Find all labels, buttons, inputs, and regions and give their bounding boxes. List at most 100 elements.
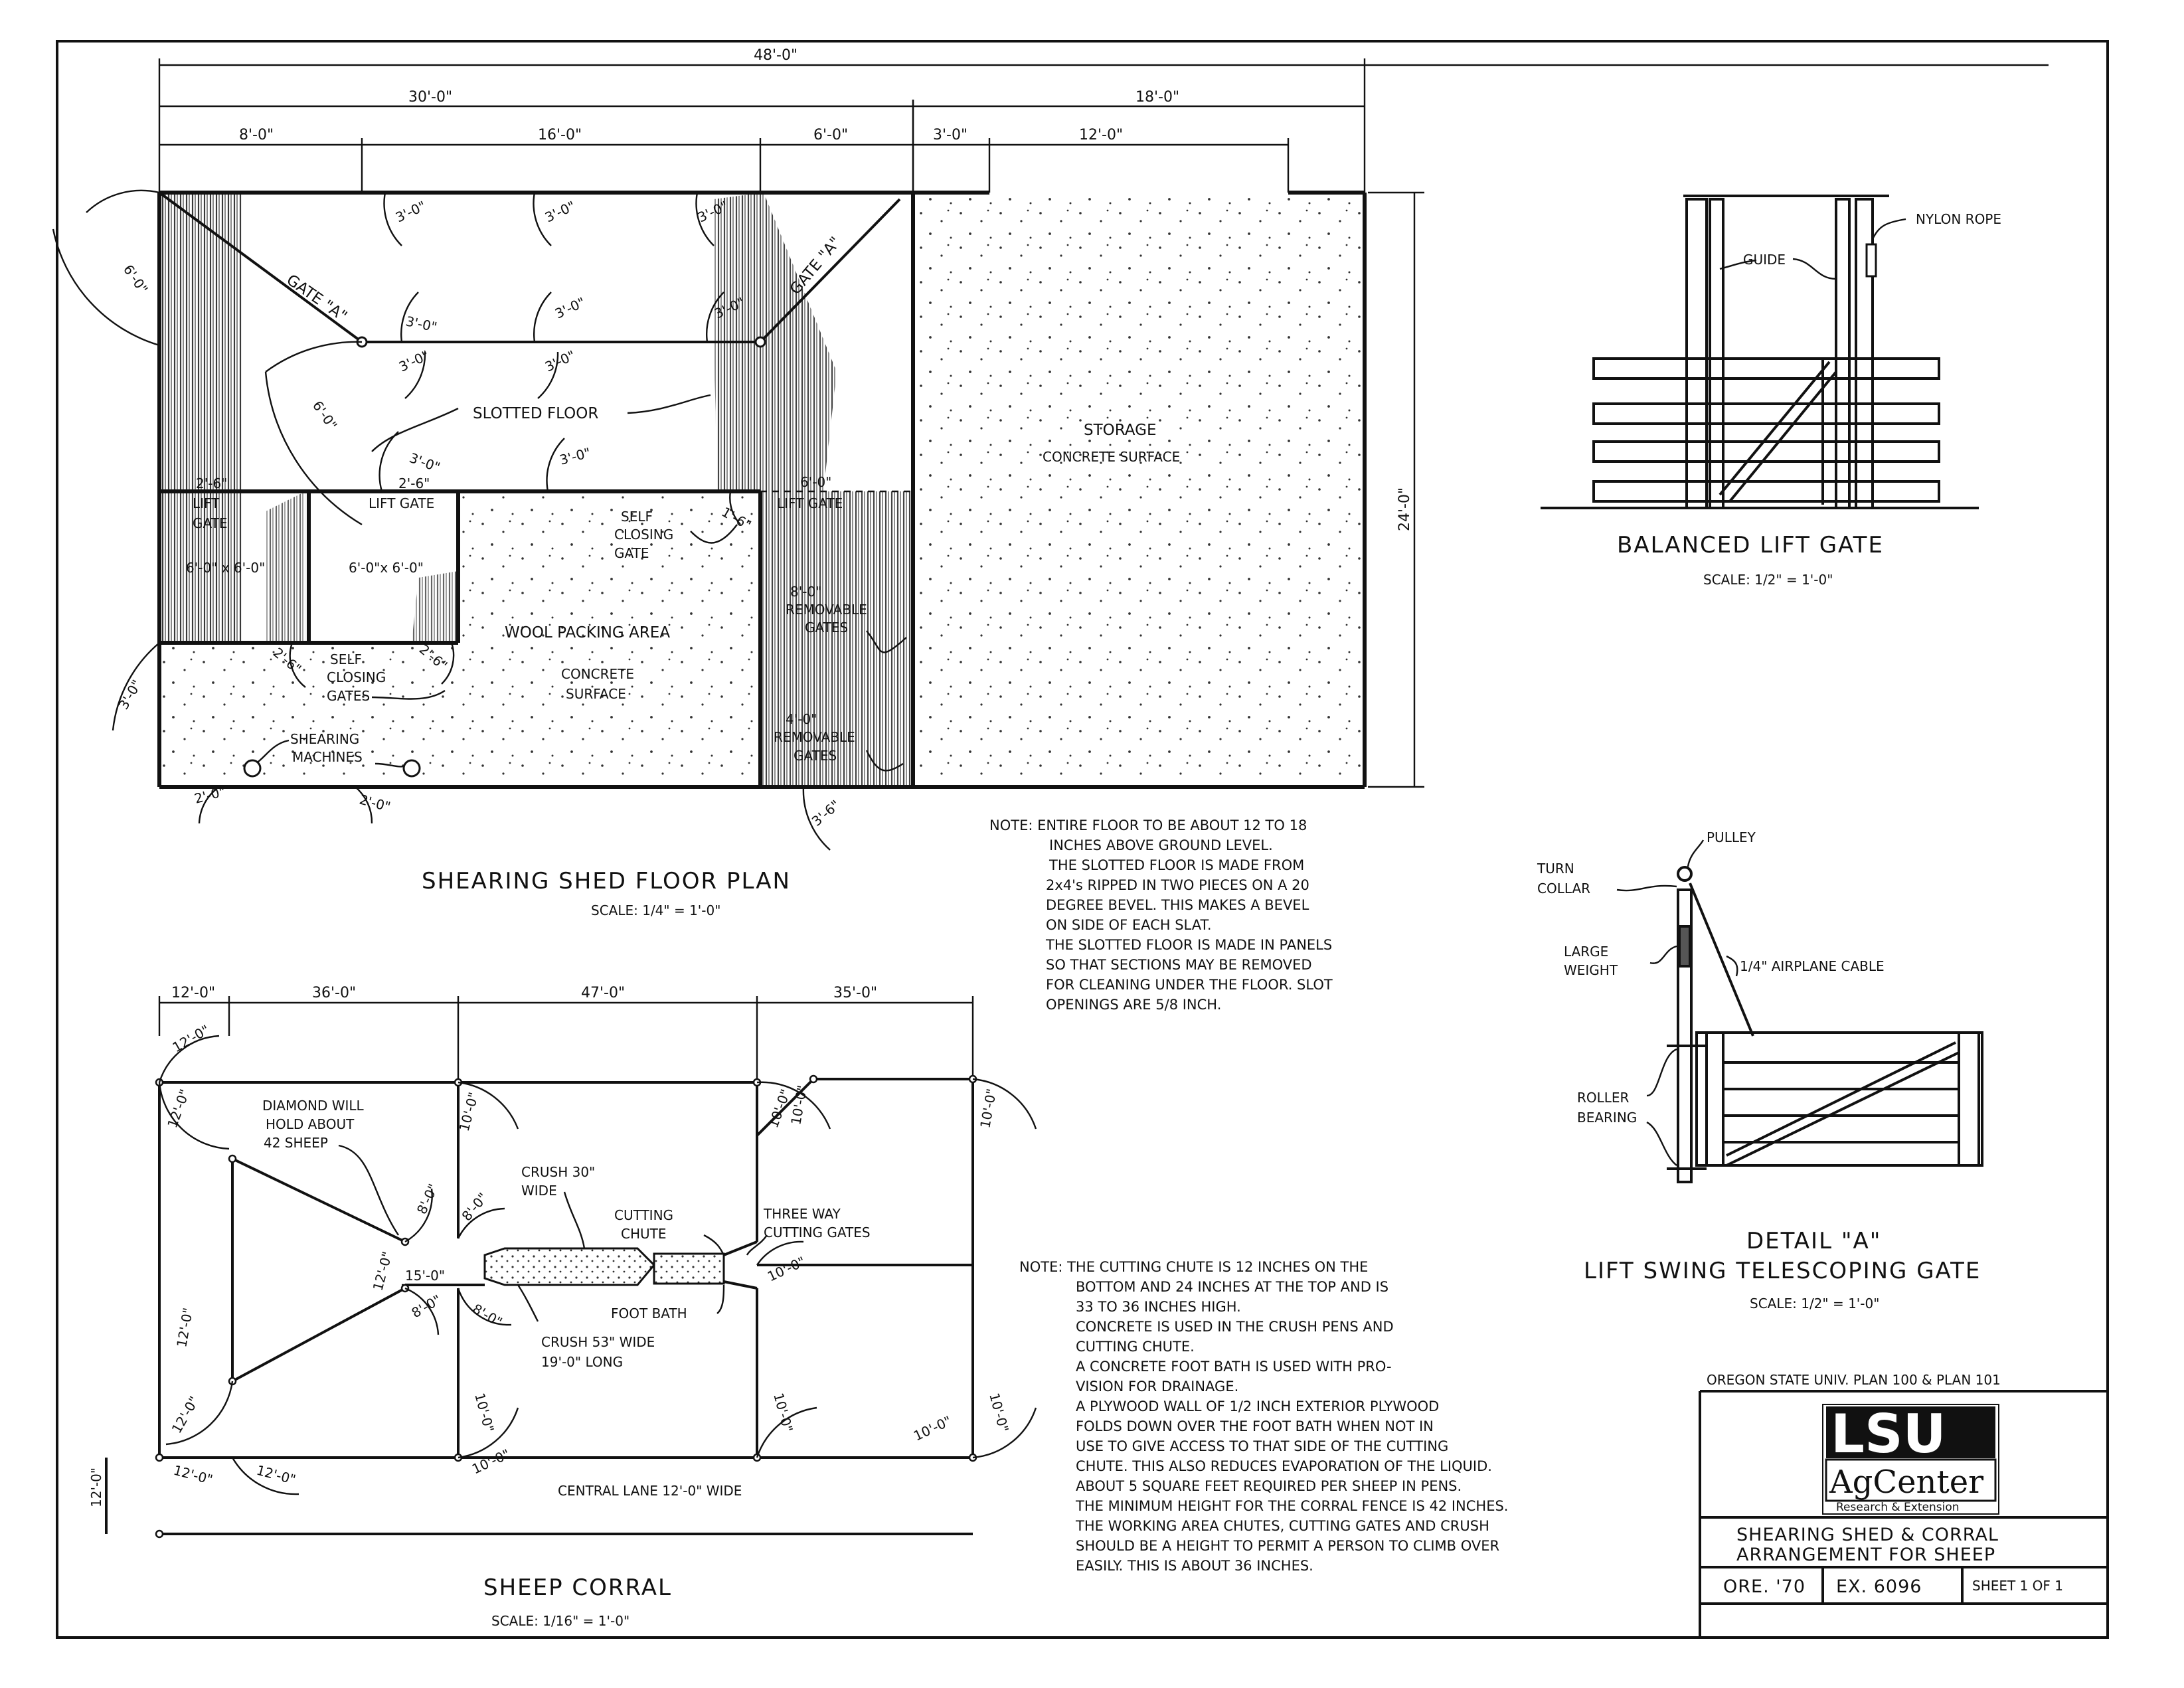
drawing-title-1: SHEARING SHED & CORRAL — [1736, 1525, 1999, 1545]
svg-text:SO THAT SECTIONS MAY BE REMOVE: SO THAT SECTIONS MAY BE REMOVED — [1046, 957, 1312, 973]
pulley-label: PULLEY — [1707, 829, 1756, 845]
drawing-title-2: ARRANGEMENT FOR SHEEP — [1736, 1545, 1995, 1565]
svg-text:AgCenter: AgCenter — [1829, 1464, 1983, 1501]
removable-4a: 4'-0" — [786, 711, 817, 727]
svg-text:EASILY. THIS IS ABOUT 36 INCH: EASILY. THIS IS ABOUT 36 INCHES. — [1076, 1558, 1313, 1574]
shearing-machines-1: SHEARING — [290, 731, 359, 747]
slotted-floor-label: SLOTTED FLOOR — [473, 405, 598, 422]
corral-dim-10: 10'-0" — [456, 1090, 482, 1133]
floor-plan-title: SHEARING SHED FLOOR PLAN — [422, 868, 791, 894]
dim-seg5: 12'-0" — [1079, 127, 1123, 143]
pen-2-size: 6'-0"x 6'-0" — [349, 560, 424, 576]
svg-text:THE MINIMUM HEIGHT FOR THE CO: THE MINIMUM HEIGHT FOR THE CORRAL FENCE … — [1075, 1498, 1508, 1514]
lsu-agcenter-logo: LSU AgCenter Research & Extension — [1822, 1403, 1999, 1515]
turn-collar-2: COLLAR — [1537, 881, 1590, 896]
floor-note: NOTE: ENTIRE FLOOR TO BE ABOUT 12 TO 18 … — [989, 817, 1333, 1013]
corral-title: SHEEP CORRAL — [483, 1574, 672, 1601]
crush53-label-2: 19'-0" LONG — [541, 1354, 623, 1370]
diamond-label-1: DIAMOND WILL — [262, 1098, 365, 1114]
svg-text:CUTTING CHUTE.: CUTTING CHUTE. — [1076, 1339, 1195, 1355]
dim-seg4: 3'-0" — [933, 127, 967, 143]
svg-text:VISION FOR DRAINAGE.: VISION FOR DRAINAGE. — [1076, 1379, 1238, 1394]
shearing-machines-2: MACHINES — [292, 749, 363, 765]
svg-text:DEGREE BEVEL. THIS MAKES A BE: DEGREE BEVEL. THIS MAKES A BEVEL — [1046, 897, 1309, 913]
lift-gate-1a: 2'-6" — [196, 475, 227, 491]
removable-gates-area — [760, 491, 913, 787]
lift-gate-2b: LIFT GATE — [369, 495, 434, 511]
corral-dim-8: 8'-0" — [470, 1301, 505, 1330]
corral-dim-10: 10'-0" — [911, 1412, 954, 1444]
self-closing-gates-1: SELF — [330, 651, 362, 667]
sheet-border — [56, 40, 2109, 1639]
diamond-label-2: HOLD ABOUT — [266, 1116, 355, 1132]
self-closing-gate-1: SELF — [621, 509, 653, 525]
corral-dim-12: 12'-0" — [170, 1021, 212, 1055]
svg-text:CONCRETE IS USED IN THE CRUSH: CONCRETE IS USED IN THE CRUSH PENS AND — [1076, 1319, 1394, 1335]
corral-dim-8: 8'-0" — [414, 1181, 442, 1217]
svg-text:NOTE: ENTIRE FLOOR TO BE ABOU: NOTE: ENTIRE FLOOR TO BE ABOUT 12 TO 18 — [989, 817, 1307, 833]
lift-gate-1c: GATE — [193, 515, 227, 531]
dim-3-0: 3'-0" — [543, 198, 578, 226]
dim-3-0: 3'-0" — [558, 444, 592, 467]
self-closing-gate-2: CLOSING — [614, 527, 673, 543]
lift-gate-scale: SCALE: 1/2" = 1'-0" — [1703, 572, 1833, 588]
corral-dim-10: 10'-0" — [765, 1253, 808, 1284]
svg-text:LSU: LSU — [1831, 1403, 1946, 1465]
dim-3-0: 3'-0" — [393, 198, 428, 226]
lift-gate-2a: 2'-6" — [398, 475, 430, 491]
crush30-label-1: CRUSH 30" — [521, 1164, 595, 1180]
svg-text:Research & Extension: Research & Extension — [1836, 1501, 1960, 1514]
dim-2-0: 2'-0" — [358, 792, 392, 815]
dim-6-0: 6'-0" — [120, 262, 151, 297]
corral-dim-12: 12'-0" — [164, 1087, 193, 1130]
svg-text:INCHES ABOVE GROUND LEVEL.: INCHES ABOVE GROUND LEVEL. — [1049, 837, 1273, 853]
svg-text:THE WORKING AREA CHUTES, CUTTI: THE WORKING AREA CHUTES, CUTTING GATES A… — [1075, 1518, 1489, 1534]
corral-dim-d: 35'-0" — [833, 985, 877, 1001]
balanced-lift-gate: NYLON ROPE GUIDE BALANCED LIFT GATE SCAL… — [1541, 195, 2001, 588]
plan-reference: OREGON STATE UNIV. PLAN 100 & PLAN 101 — [1707, 1372, 2001, 1388]
corral-dim-b: 36'-0" — [312, 985, 356, 1001]
svg-text:SHOULD BE A HEIGHT TO PERMIT A: SHOULD BE A HEIGHT TO PERMIT A PERSON TO… — [1076, 1538, 1499, 1554]
svg-text:A CONCRETE FOOT BATH IS USED W: A CONCRETE FOOT BATH IS USED WITH PRO- — [1076, 1359, 1392, 1375]
corral-dim-10: 10'-0" — [471, 1391, 497, 1434]
svg-text:33 TO 36 INCHES HIGH.: 33 TO 36 INCHES HIGH. — [1076, 1299, 1241, 1315]
self-closing-gates-2: CLOSING — [327, 669, 386, 685]
corral-scale: SCALE: 1/16" = 1'-0" — [491, 1613, 630, 1629]
corral-dim-8: 8'-0" — [458, 1189, 491, 1224]
crush53-label-1: CRUSH 53" WIDE — [541, 1334, 655, 1350]
wool-packing-area — [458, 491, 760, 787]
dim-3-0: 3'-0" — [396, 347, 432, 375]
drawing-date: ORE. '70 — [1723, 1576, 1806, 1597]
storage-area — [913, 193, 1365, 787]
svg-text:2x4's RIPPED IN TWO PIECES ON: 2x4's RIPPED IN TWO PIECES ON A 20 — [1046, 877, 1309, 893]
svg-text:FOLDS DOWN OVER THE FOOT BATH: FOLDS DOWN OVER THE FOOT BATH WHEN NOT I… — [1076, 1418, 1434, 1434]
svg-text:THE SLOTTED FLOOR IS MADE IN P: THE SLOTTED FLOOR IS MADE IN PANELS — [1045, 937, 1332, 953]
removable-8c: GATES — [805, 620, 848, 635]
foot-bath-label: FOOT BATH — [611, 1306, 687, 1321]
large-weight-2: WEIGHT — [1564, 962, 1618, 978]
svg-text:NOTE: THE CUTTING CHUTE IS 1: NOTE: THE CUTTING CHUTE IS 12 INCHES ON … — [1019, 1259, 1368, 1275]
corral-dim-12: 12'-0" — [370, 1250, 396, 1292]
slotted-floor-left — [159, 193, 242, 643]
dim-side: 24'-0" — [1396, 487, 1413, 531]
large-weight-1: LARGE — [1564, 944, 1608, 960]
dim-left: 30'-0" — [408, 89, 452, 106]
crush-pen — [483, 1247, 656, 1286]
svg-text:BOTTOM AND 24 INCHES AT THE T: BOTTOM AND 24 INCHES AT THE TOP AND IS — [1076, 1279, 1388, 1295]
crush30-label-2: WIDE — [521, 1183, 557, 1199]
dim-overall: 48'-0" — [754, 47, 798, 64]
corral-dim-10: 10'-0" — [977, 1088, 999, 1130]
diamond-label-3: 42 SHEEP — [264, 1135, 328, 1151]
nylon-rope-label: NYLON ROPE — [1916, 211, 2001, 227]
three-way-label-1: THREE WAY — [763, 1206, 841, 1222]
cutting-chute — [653, 1252, 725, 1285]
drawing-ex-number: EX. 6096 — [1836, 1576, 1922, 1597]
svg-text:ON SIDE OF EACH SLAT.: ON SIDE OF EACH SLAT. — [1046, 917, 1212, 933]
floor-plan: 48'-0" 30'-0" 18'-0" 8'-0" 16'-0" 6'-0" … — [52, 47, 2049, 918]
self-closing-gates-3: GATES — [327, 688, 370, 704]
removable-8b: REMOVABLE — [786, 602, 867, 618]
corral-dim-10: 10'-0" — [986, 1391, 1012, 1434]
detail-a-title-1: DETAIL "A" — [1746, 1228, 1881, 1254]
dim-seg2: 16'-0" — [538, 127, 582, 143]
